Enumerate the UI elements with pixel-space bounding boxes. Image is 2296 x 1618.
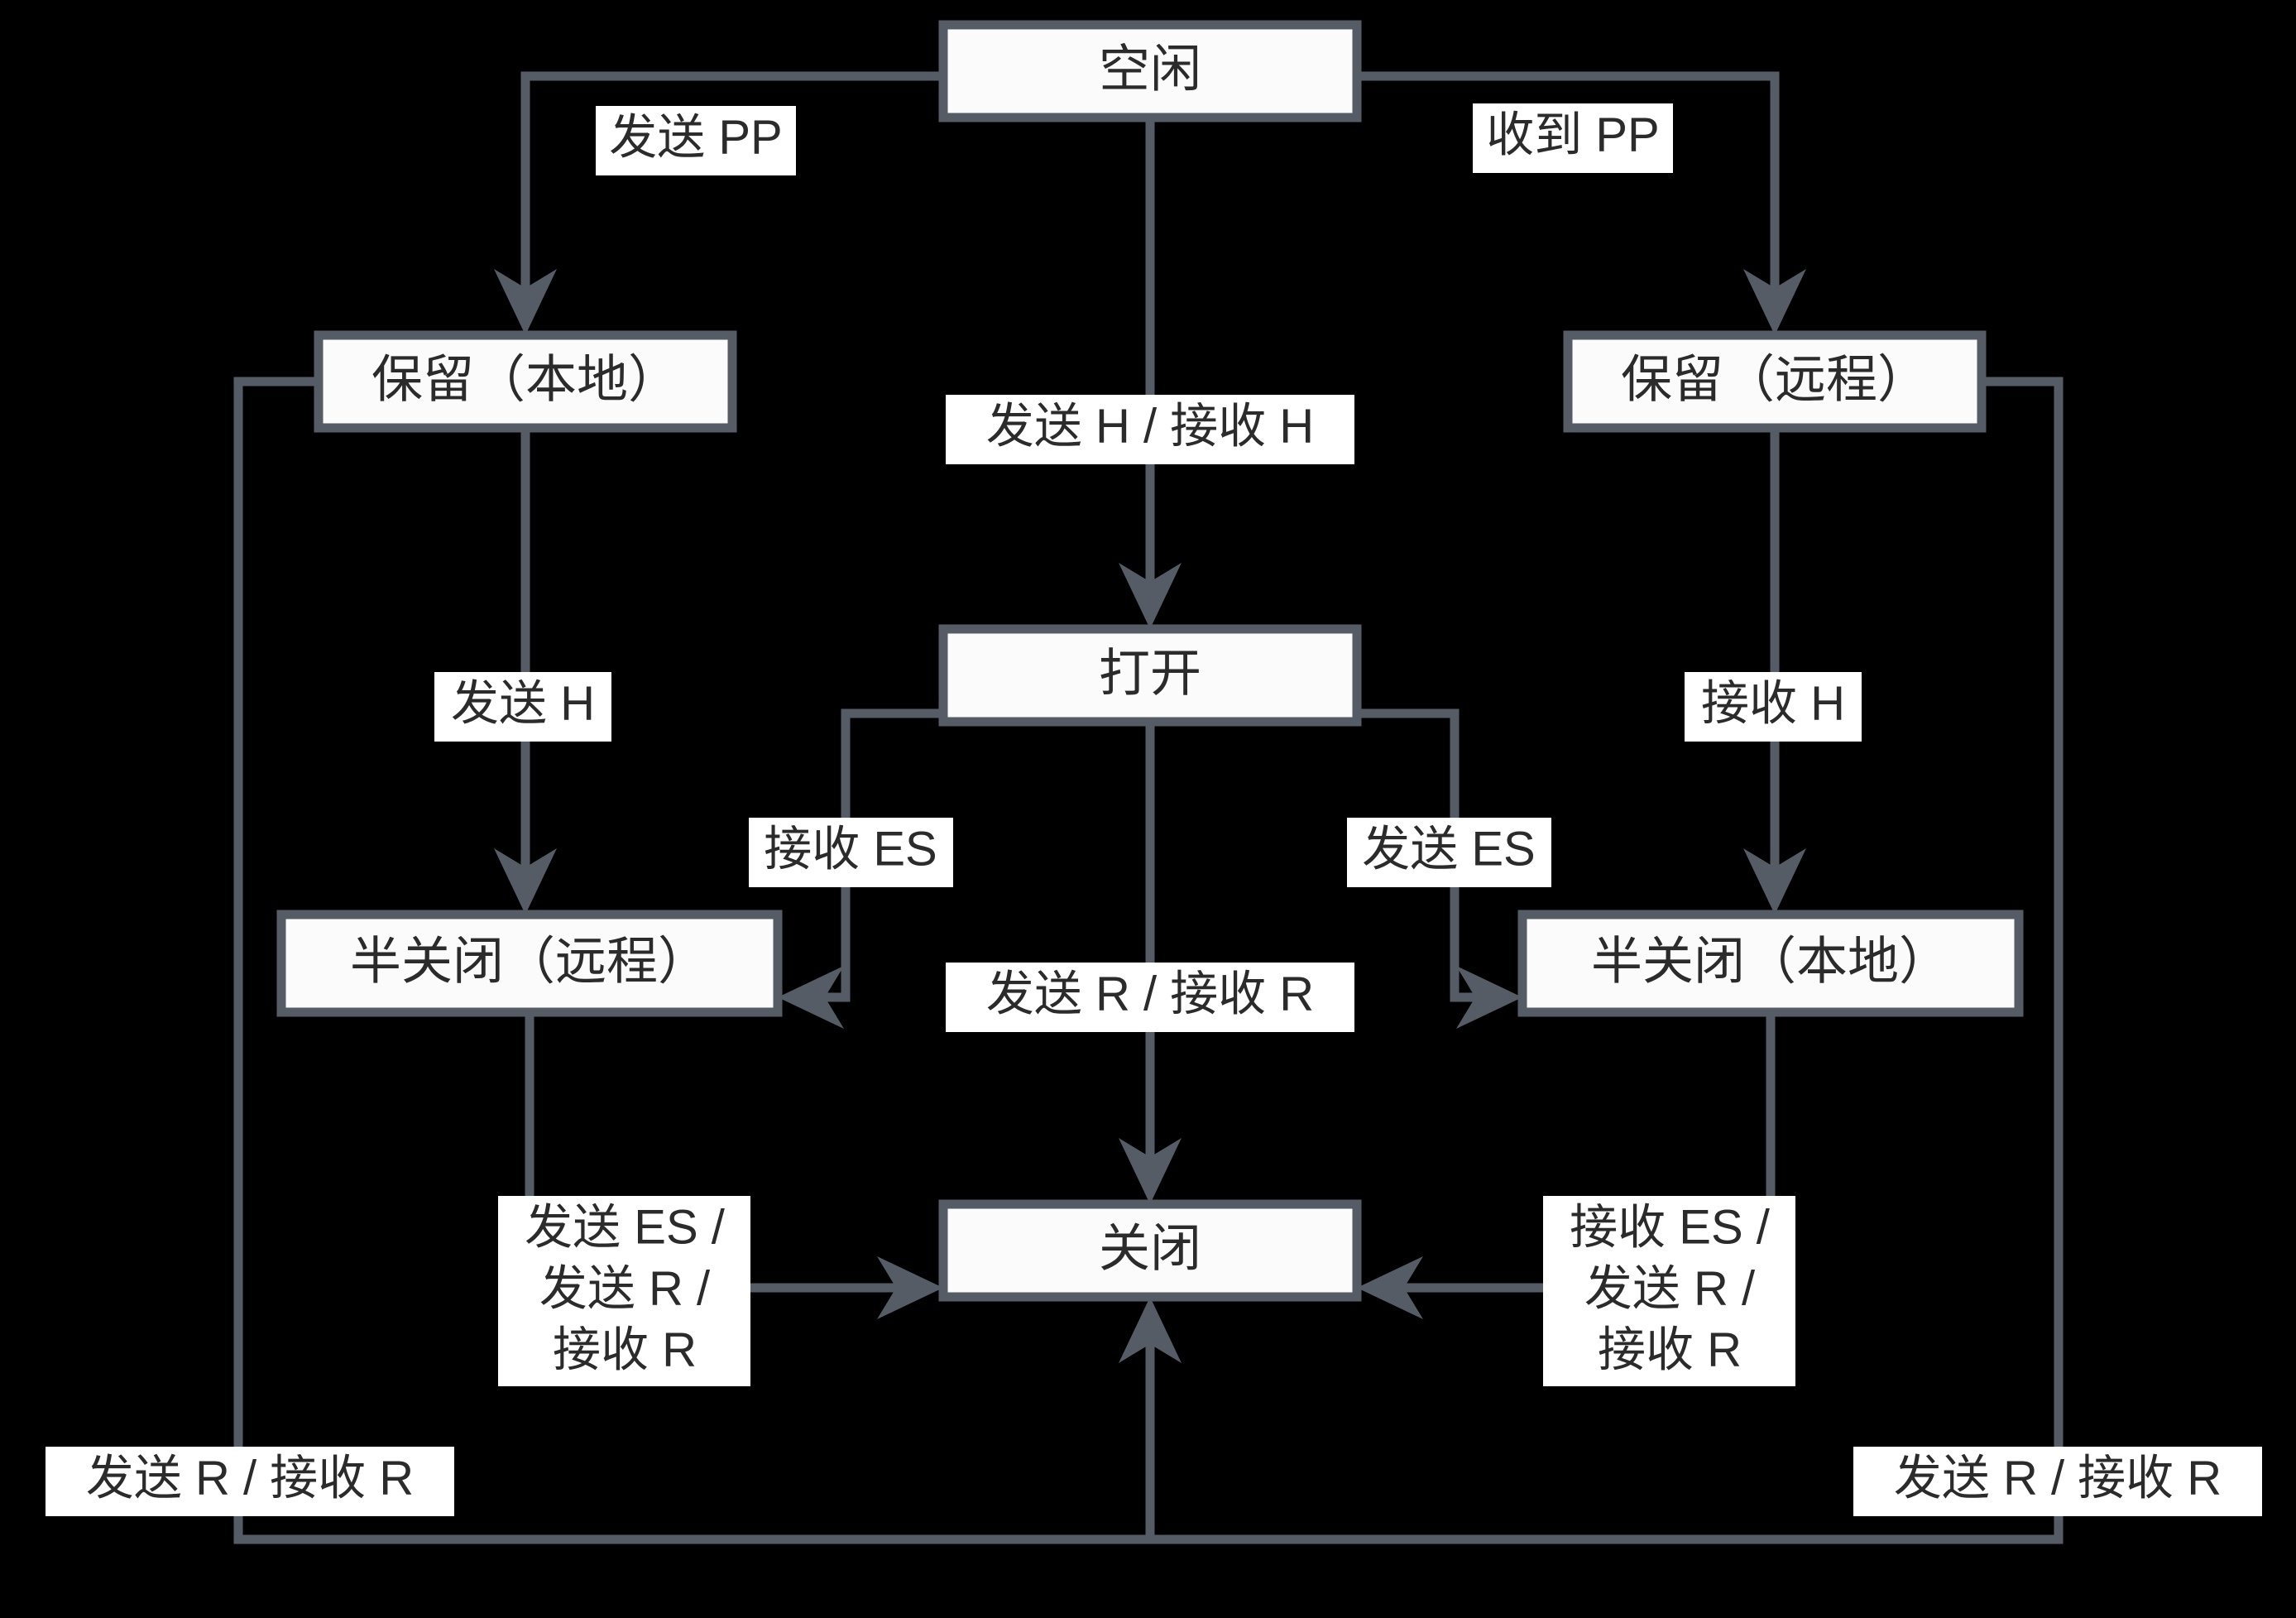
edge-label-idle-to-reserved-local: 发送 PP (596, 106, 796, 175)
edge-label-open-to-closed-bg (946, 963, 1354, 1032)
node-reserved-local-box[interactable] (314, 330, 737, 433)
edge-label-open-to-closed-text: 发送 R / 接收 R (986, 967, 1314, 1020)
edge-label-idle-to-reserved-remote: 收到 PP (1473, 103, 1673, 173)
edge-open-to-half-closed-remote-arrowhead (778, 966, 844, 1029)
node-idle-box[interactable] (938, 20, 1362, 122)
edge-label-reserved-remote-to-half-closed-local-text: 接收 H (1701, 676, 1845, 730)
node-closed[interactable]: 关闭 (938, 1199, 1362, 1302)
node-reserved-local-label: 保留（本地） (371, 351, 679, 408)
edge-label-reserved-local-to-closed-text: 发送 R / 接收 R (86, 1451, 414, 1505)
node-half-closed-remote-label: 半关闭（远程） (350, 933, 709, 990)
edge-label-reserved-local-to-half-closed-remote-bg (434, 672, 611, 742)
edge-label-half-closed-local-to-closed-line3: 接收 R (1598, 1323, 1742, 1376)
edge-label-reserved-remote-to-half-closed-local: 接收 H (1685, 672, 1862, 742)
node-reserved-remote-label: 保留（远程） (1621, 351, 1929, 408)
edge-label-open-to-half-closed-remote: 接收 ES (749, 818, 953, 887)
node-half-closed-remote[interactable]: 半关闭（远程） (276, 910, 783, 1017)
edge-idle-to-reserved-local-arrowhead (494, 269, 557, 335)
edge-idle-to-reserved-remote-arrowhead (1743, 269, 1806, 335)
edge-label-layer: 发送 PP 收到 PP 发送 H / 接收 H 发送 H 接收 H 接收 ES … (46, 103, 2262, 1516)
edge-reserved-remote-to-closed-line (1150, 377, 2064, 1544)
edge-label-reserved-local-to-closed: 发送 R / 接收 R (46, 1447, 454, 1516)
node-closed-label: 关闭 (1099, 1220, 1201, 1277)
edge-label-half-closed-local-to-closed: 接收 ES / 发送 R / 接收 R (1543, 1196, 1795, 1386)
node-open-box[interactable] (938, 624, 1362, 727)
edge-bottom-loop-arrowhead (1119, 1297, 1182, 1363)
node-open-label: 打开 (1099, 645, 1201, 702)
edge-label-half-closed-remote-to-closed-line3: 接收 R (553, 1323, 697, 1376)
node-closed-box[interactable] (938, 1199, 1362, 1302)
node-half-closed-local-box[interactable] (1517, 910, 2024, 1017)
node-reserved-remote[interactable]: 保留（远程） (1563, 330, 1987, 433)
edge-label-reserved-remote-to-closed: 发送 R / 接收 R (1853, 1447, 2262, 1516)
edge-label-reserved-local-to-closed-bg (46, 1447, 454, 1516)
edge-label-open-to-half-closed-local: 发送 ES (1347, 818, 1551, 887)
edge-label-open-to-half-closed-local-bg (1347, 818, 1551, 887)
node-idle-label: 空闲 (1099, 41, 1201, 98)
edge-label-reserved-remote-to-closed-text: 发送 R / 接收 R (1894, 1451, 2222, 1505)
node-idle[interactable]: 空闲 (938, 20, 1362, 122)
edge-label-open-to-half-closed-remote-bg (749, 818, 953, 887)
edge-label-idle-to-reserved-local-bg (596, 106, 796, 175)
edge-idle-to-open-arrowhead (1119, 563, 1182, 629)
node-reserved-remote-box[interactable] (1563, 330, 1987, 433)
edge-reserved-local-to-closed-line (233, 377, 1150, 1544)
edge-idle-to-reserved-local-line (520, 71, 943, 308)
edge-label-half-closed-local-to-closed-line2: 发送 R / (1584, 1261, 1756, 1315)
edge-label-open-to-closed: 发送 R / 接收 R (946, 963, 1354, 1032)
node-open[interactable]: 打开 (938, 624, 1362, 727)
edge-reserved-remote-to-half-closed-local-arrowhead (1743, 848, 1806, 915)
edge-label-half-closed-remote-to-closed-bg (498, 1196, 750, 1386)
edge-label-open-to-half-closed-remote-text: 接收 ES (764, 822, 937, 876)
edge-label-half-closed-remote-to-closed: 发送 ES / 发送 R / 接收 R (498, 1196, 750, 1386)
edge-label-open-to-half-closed-local-text: 发送 ES (1362, 822, 1536, 876)
edge-label-idle-to-reserved-local-text: 发送 PP (609, 110, 783, 164)
edge-label-half-closed-local-to-closed-bg (1543, 1196, 1795, 1386)
edge-label-reserved-local-to-half-closed-remote-text: 发送 H (451, 676, 595, 730)
edge-open-to-closed-arrowhead (1119, 1138, 1182, 1204)
edge-label-reserved-local-to-half-closed-remote: 发送 H (434, 672, 611, 742)
edge-half-closed-remote-to-closed-arrowhead (877, 1256, 943, 1319)
edge-half-closed-local-to-closed-arrowhead (1357, 1256, 1423, 1319)
edge-label-idle-to-reserved-remote-text: 收到 PP (1486, 108, 1660, 161)
edge-label-half-closed-remote-to-closed-line2: 发送 R / (539, 1261, 711, 1315)
node-half-closed-local[interactable]: 半关闭（本地） (1517, 910, 2024, 1017)
edge-label-half-closed-remote-to-closed-line1: 发送 ES / (525, 1200, 726, 1254)
edge-idle-to-reserved-remote-line (1357, 71, 1780, 308)
edge-label-idle-to-reserved-remote-bg (1473, 103, 1673, 173)
node-half-closed-local-label: 半关闭（本地） (1591, 933, 1950, 990)
node-reserved-local[interactable]: 保留（本地） (314, 330, 737, 433)
edge-reserved-local-to-half-closed-remote-arrowhead (494, 848, 557, 915)
edge-open-to-half-closed-local-arrowhead (1456, 966, 1522, 1029)
edge-label-reserved-remote-to-closed-bg (1853, 1447, 2262, 1516)
node-layer: 空闲 保留（本地） 保留（远程） 打开 半关闭（远程） 半关闭（本地） 关闭 (276, 20, 2024, 1302)
edge-label-idle-to-open: 发送 H / 接收 H (946, 395, 1354, 464)
edge-label-idle-to-open-text: 发送 H / 接收 H (986, 399, 1314, 453)
edge-label-half-closed-local-to-closed-line1: 接收 ES / (1570, 1200, 1771, 1254)
edge-label-reserved-remote-to-half-closed-local-bg (1685, 672, 1862, 742)
node-half-closed-remote-box[interactable] (276, 910, 783, 1017)
edge-label-idle-to-open-bg (946, 395, 1354, 464)
